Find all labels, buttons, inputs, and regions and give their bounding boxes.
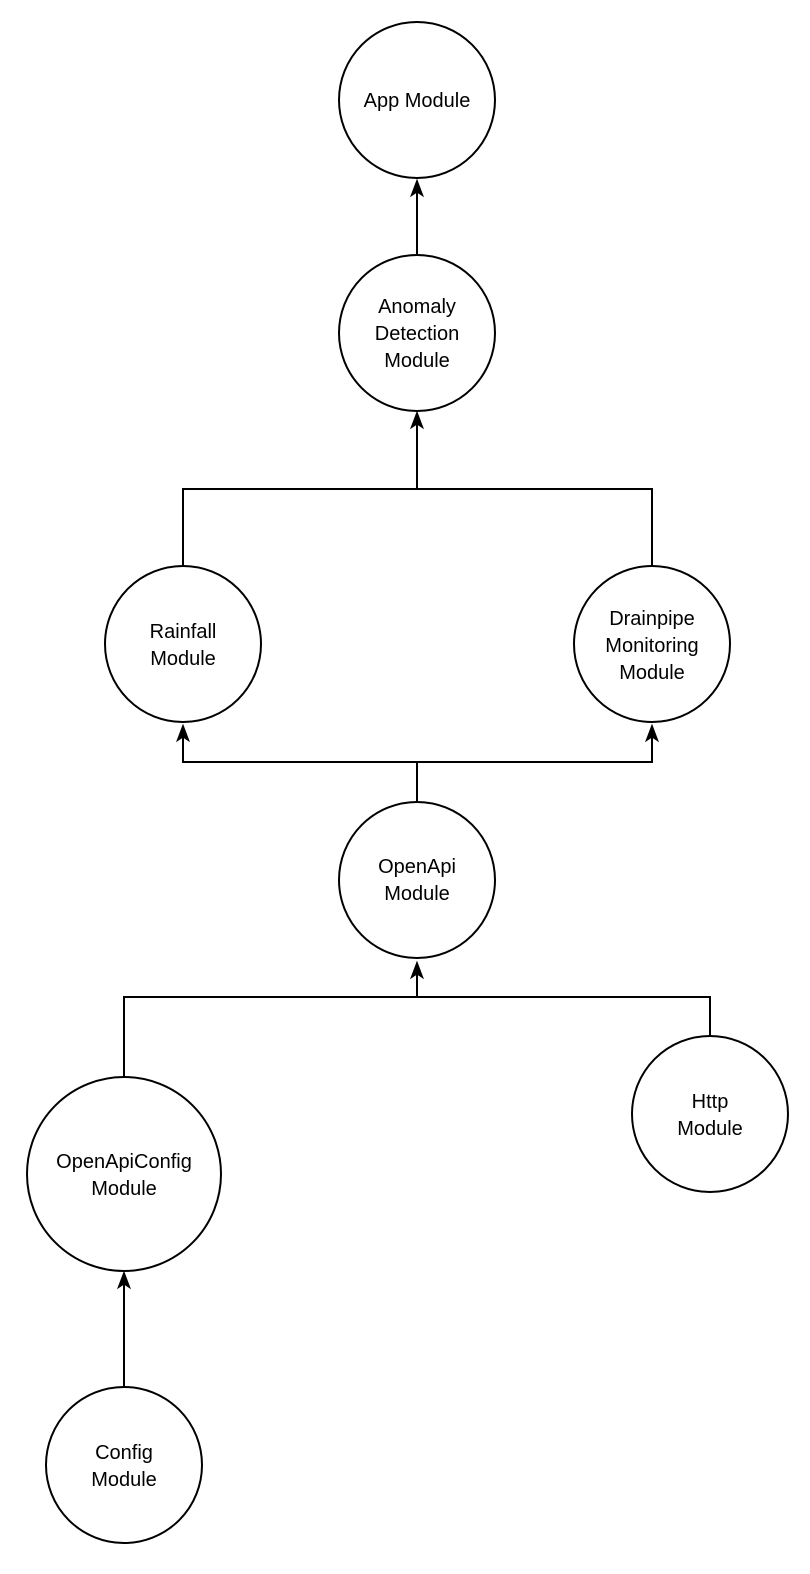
- node-label: Drainpipe: [609, 608, 695, 630]
- node-label: Http: [692, 1091, 729, 1113]
- node-label: Detection: [375, 323, 460, 345]
- node-label: Module: [150, 648, 216, 670]
- node-label: Monitoring: [605, 635, 698, 657]
- node-label: Rainfall: [150, 621, 217, 643]
- edge-http-to-openapi: [417, 996, 711, 1036]
- edges: [116, 178, 711, 1387]
- node-label: App Module: [364, 90, 471, 112]
- node-label: Anomaly: [378, 296, 456, 318]
- arrowhead-rainfall-icon: [175, 723, 191, 743]
- arrowhead-app-icon: [409, 178, 425, 198]
- node-label: Module: [384, 883, 450, 905]
- arrowhead-openapiconfig-icon: [116, 1270, 132, 1290]
- arrowhead-drainpipe-icon: [644, 723, 660, 743]
- node-http-module: Http Module: [631, 1035, 789, 1193]
- node-label: Config: [95, 1442, 153, 1464]
- node-label: Module: [619, 662, 685, 684]
- edge-rainfall-to-anomaly: [182, 416, 418, 565]
- node-label: OpenApiConfig: [56, 1151, 192, 1173]
- node-app-module: App Module: [338, 21, 496, 179]
- edge-openapi-to-rainfall: [182, 730, 418, 801]
- node-anomaly-detection-module: Anomaly Detection Module: [338, 254, 496, 412]
- node-label: Module: [91, 1469, 157, 1491]
- nodes: App Module Anomaly Detection Module Rain…: [26, 21, 789, 1544]
- edge-openapiconfig-to-openapi: [123, 966, 418, 1078]
- node-openapi-module: OpenApi Module: [338, 801, 496, 959]
- node-rainfall-module: Rainfall Module: [104, 565, 262, 723]
- node-openapiconfig-module: OpenApiConfig Module: [26, 1076, 222, 1272]
- node-label: Module: [91, 1178, 157, 1200]
- node-drainpipe-monitoring-module: Drainpipe Monitoring Module: [573, 565, 731, 723]
- arrowhead-anomaly-icon: [409, 410, 425, 430]
- edge-openapi-to-drainpipe: [417, 730, 653, 763]
- node-config-module: Config Module: [45, 1386, 203, 1544]
- arrowhead-openapi-icon: [409, 960, 425, 980]
- node-label: Module: [677, 1118, 743, 1140]
- edge-drainpipe-to-anomaly: [417, 488, 653, 565]
- node-label: Module: [384, 350, 450, 372]
- node-label: OpenApi: [378, 856, 456, 878]
